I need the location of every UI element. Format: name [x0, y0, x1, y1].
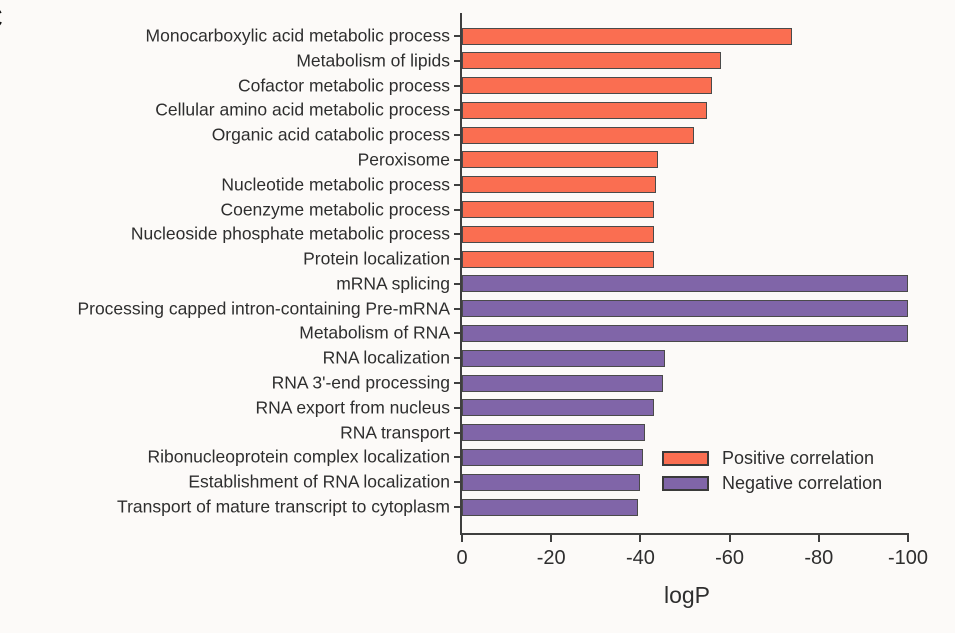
category-label: Peroxisome: [357, 149, 450, 170]
x-axis-line: [460, 533, 909, 535]
y-axis-tick: [454, 258, 461, 261]
x-tick-label: -20: [536, 547, 566, 569]
bar-positive: [462, 176, 656, 194]
category-label: Ribonucleoprotein complex localization: [147, 446, 450, 467]
y-axis-tick: [454, 84, 461, 87]
bar-positive: [462, 101, 708, 119]
category-label: Nucleotide metabolic process: [221, 174, 450, 195]
bar-positive: [462, 201, 654, 219]
bar-negative: [462, 473, 641, 491]
x-axis-tick: [728, 533, 731, 542]
category-label: RNA transport: [340, 422, 450, 443]
bar-negative: [462, 424, 645, 442]
bar-negative: [462, 300, 908, 318]
y-axis-tick: [454, 35, 461, 37]
category-label: RNA export from nucleus: [255, 397, 450, 418]
y-axis-tick: [454, 183, 461, 186]
bar-negative: [462, 399, 654, 417]
y-axis-tick: [454, 307, 461, 310]
y-axis-line: [460, 13, 462, 534]
category-label: Metabolism of RNA: [299, 322, 450, 343]
negative-correlation-swatch: [662, 475, 709, 491]
y-axis-tick: [454, 233, 461, 236]
category-label: mRNA splicing: [336, 273, 450, 294]
category-label: RNA localization: [322, 347, 450, 368]
bar-negative: [462, 374, 663, 392]
category-label: Establishment of RNA localization: [188, 471, 450, 492]
bar-positive: [462, 151, 659, 169]
category-label: Transport of mature transcript to cytopl…: [117, 496, 450, 517]
bar-negative: [462, 324, 908, 342]
positive-correlation-swatch: [662, 450, 709, 466]
category-label: Protein localization: [303, 248, 450, 269]
y-axis-tick: [454, 382, 461, 385]
y-axis-tick: [454, 431, 461, 434]
bar-negative: [462, 448, 643, 466]
bar-positive: [462, 52, 721, 70]
x-axis-tick: [817, 533, 820, 542]
bar-positive: [462, 225, 654, 243]
x-axis-tick: [461, 533, 463, 542]
y-axis-tick: [454, 506, 461, 508]
bar-positive: [462, 126, 694, 144]
legend: Positive correlation Negative correlatio…: [662, 447, 883, 500]
y-axis-tick: [454, 134, 461, 137]
legend-label-positive: Positive correlation: [722, 447, 875, 468]
x-tick-label: -80: [804, 547, 834, 569]
y-axis-tick: [454, 59, 461, 62]
x-tick-label: 0: [456, 547, 468, 569]
bar-negative: [462, 275, 908, 293]
category-label: Nucleoside phosphate metabolic process: [130, 223, 450, 244]
x-tick-label: -60: [715, 547, 745, 569]
y-axis-tick: [454, 357, 461, 360]
category-label: Cofactor metabolic process: [237, 75, 450, 96]
x-tick-label: -40: [625, 547, 655, 569]
category-label: Metabolism of lipids: [296, 50, 450, 71]
legend-item-negative: Negative correlation: [662, 472, 883, 493]
y-axis-tick: [454, 456, 461, 459]
y-axis-tick: [454, 208, 461, 211]
category-label: Processing capped intron-containing Pre-…: [77, 298, 450, 319]
bar-positive: [462, 77, 712, 95]
y-axis-tick: [454, 481, 461, 484]
y-axis-tick: [454, 109, 461, 112]
category-label: Cellular amino acid metabolic process: [155, 99, 450, 120]
category-label: Coenzyme metabolic process: [220, 199, 450, 220]
bar-negative: [462, 349, 665, 367]
legend-label-negative: Negative correlation: [722, 472, 883, 493]
bar-positive: [462, 250, 654, 268]
x-axis-title: logP: [663, 582, 711, 608]
x-axis-tick: [550, 533, 553, 542]
category-label: Monocarboxylic acid metabolic process: [145, 25, 450, 46]
y-axis-tick: [454, 158, 461, 161]
y-axis-tick: [454, 332, 461, 335]
x-axis-tick: [639, 533, 642, 542]
category-label: Organic acid catabolic process: [211, 124, 450, 145]
x-axis-tick: [907, 533, 909, 542]
panel-label: C: [0, 2, 3, 36]
y-axis-tick: [454, 282, 461, 285]
bar-negative: [462, 498, 639, 516]
legend-item-positive: Positive correlation: [662, 447, 882, 468]
bar-positive: [462, 27, 793, 45]
y-axis-tick: [454, 406, 461, 409]
x-tick-label: -100: [887, 547, 929, 569]
category-label: RNA 3'-end processing: [271, 372, 450, 393]
